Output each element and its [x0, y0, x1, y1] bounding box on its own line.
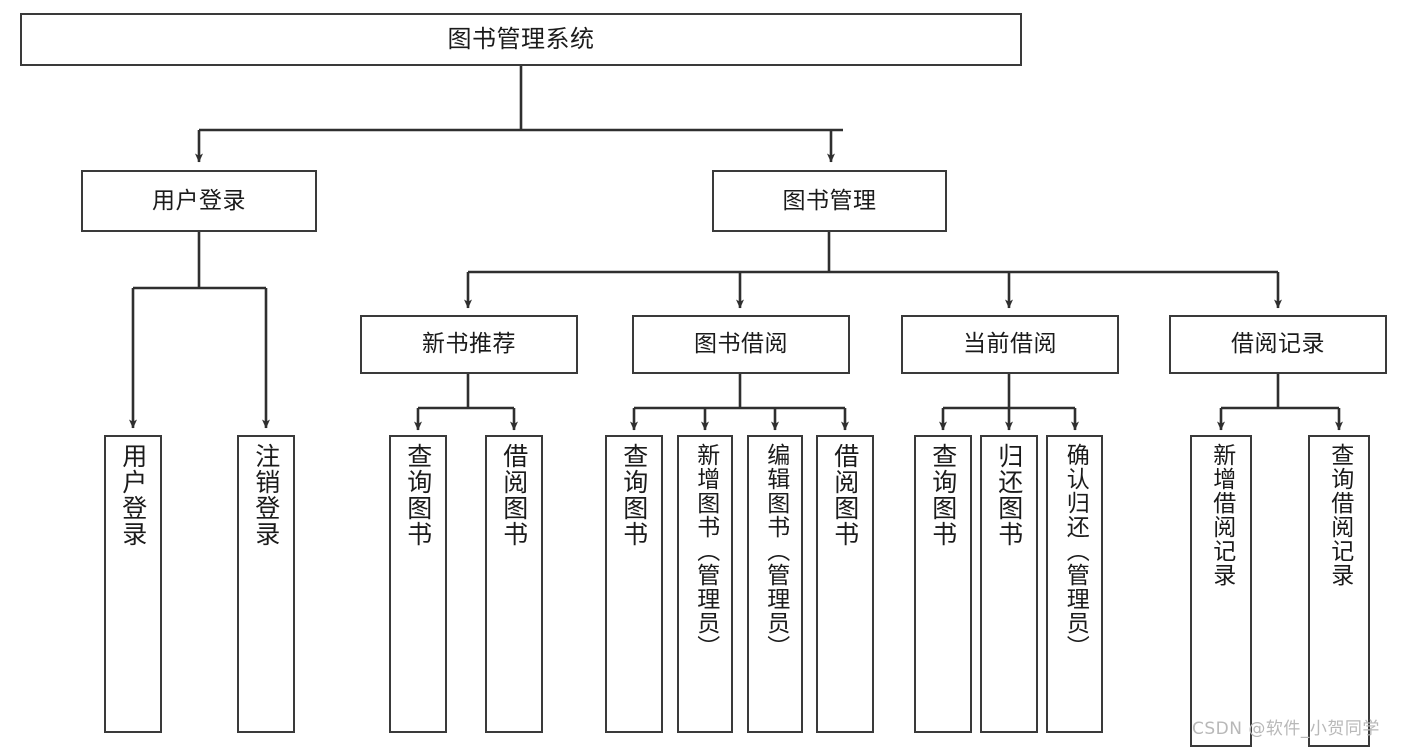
node-leaf-user-login-label: 用户登录	[118, 443, 148, 547]
node-leaf-query-book-1[interactable]: 查询图书	[389, 435, 447, 733]
node-leaf-borrow-book-2[interactable]: 借阅图书	[816, 435, 874, 733]
node-leaf-borrow-book-1[interactable]: 借阅图书	[485, 435, 543, 733]
node-leaf-query-record[interactable]: 查询借阅记录	[1308, 435, 1370, 747]
node-leaf-edit-book-label: 编辑图书（管理员）	[762, 443, 789, 659]
node-leaf-logout-login-label: 注销登录	[251, 443, 281, 547]
node-current-borrow-label: 当前借阅	[963, 331, 1057, 358]
node-leaf-query-book-3[interactable]: 查询图书	[914, 435, 972, 733]
node-leaf-confirm-return-label: 确认归还（管理员）	[1062, 443, 1089, 659]
node-leaf-add-book-label: 新增图书（管理员）	[692, 443, 719, 659]
node-root-label: 图书管理系统	[447, 24, 595, 53]
node-leaf-borrow-book-1-label: 借阅图书	[499, 443, 529, 547]
watermark-text: CSDN @软件_小贺同学	[1192, 719, 1380, 739]
node-leaf-edit-book[interactable]: 编辑图书（管理员）	[747, 435, 803, 733]
node-borrow-record[interactable]: 借阅记录	[1169, 315, 1387, 374]
node-new-book-rec-label: 新书推荐	[422, 331, 516, 358]
node-leaf-return-book-label: 归还图书	[994, 443, 1024, 547]
node-leaf-borrow-book-2-label: 借阅图书	[830, 443, 860, 547]
node-leaf-logout-login[interactable]: 注销登录	[237, 435, 295, 733]
node-leaf-query-book-2-label: 查询图书	[619, 443, 649, 547]
node-leaf-add-book[interactable]: 新增图书（管理员）	[677, 435, 733, 733]
node-user-login-label: 用户登录	[152, 187, 246, 214]
node-user-login[interactable]: 用户登录	[81, 170, 317, 232]
node-leaf-query-book-2[interactable]: 查询图书	[605, 435, 663, 733]
node-leaf-query-book-1-label: 查询图书	[403, 443, 433, 547]
node-leaf-query-book-3-label: 查询图书	[928, 443, 958, 547]
node-leaf-add-record-label: 新增借阅记录	[1208, 443, 1235, 587]
node-book-borrow[interactable]: 图书借阅	[632, 315, 850, 374]
node-book-manage-label: 图书管理	[782, 187, 877, 214]
node-leaf-return-book[interactable]: 归还图书	[980, 435, 1038, 733]
node-leaf-user-login[interactable]: 用户登录	[104, 435, 162, 733]
node-borrow-record-label: 借阅记录	[1231, 331, 1325, 358]
node-book-manage[interactable]: 图书管理	[712, 170, 947, 232]
node-book-borrow-label: 图书借阅	[694, 331, 788, 358]
node-leaf-query-record-label: 查询借阅记录	[1326, 443, 1353, 587]
node-leaf-confirm-return[interactable]: 确认归还（管理员）	[1046, 435, 1103, 733]
node-root[interactable]: 图书管理系统	[20, 13, 1022, 66]
node-current-borrow[interactable]: 当前借阅	[901, 315, 1119, 374]
node-leaf-add-record[interactable]: 新增借阅记录	[1190, 435, 1252, 747]
node-new-book-rec[interactable]: 新书推荐	[360, 315, 578, 374]
